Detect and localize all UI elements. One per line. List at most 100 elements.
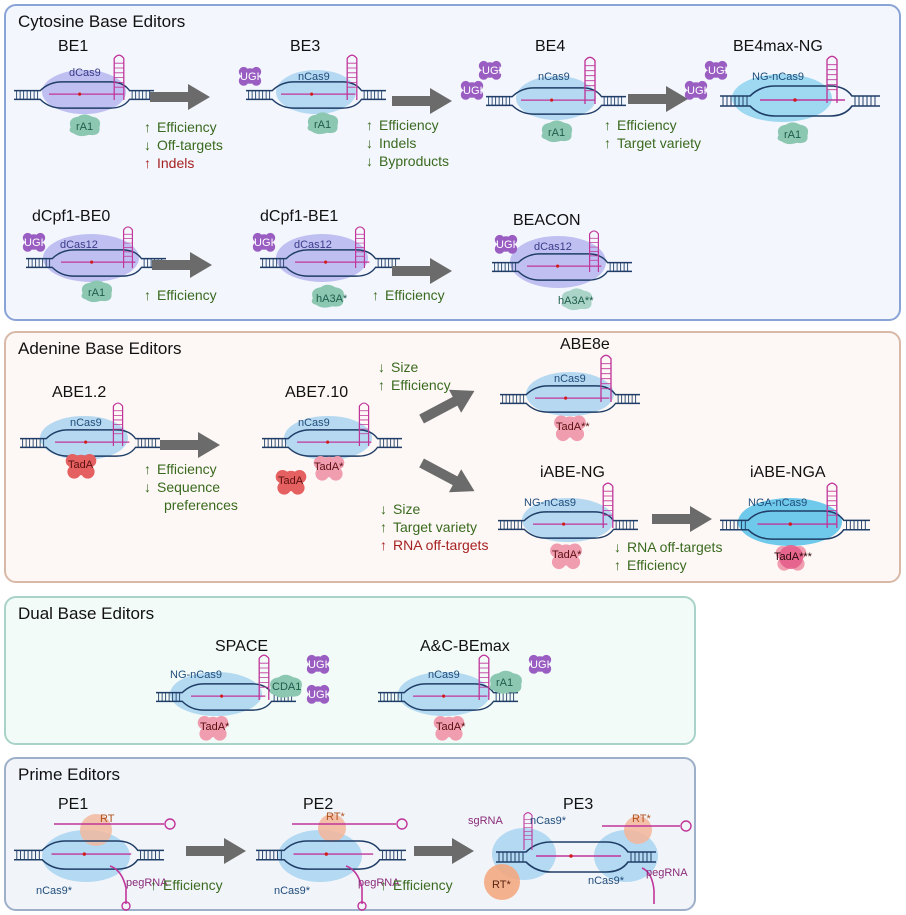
editor-name: SPACE bbox=[215, 638, 269, 655]
pe1-diagram: RT nCas9* pegRNA bbox=[14, 808, 194, 913]
editor-name: PE1 bbox=[58, 796, 89, 813]
deaminase-label: TadA* bbox=[552, 549, 582, 561]
ugi-label: UGI bbox=[240, 71, 260, 83]
cas-label: NG-nCas9 bbox=[752, 71, 804, 83]
arrow-icon bbox=[150, 84, 210, 110]
cas-label: dCas12 bbox=[294, 239, 332, 251]
cas-label: nCas9 bbox=[298, 417, 330, 429]
editor-name: PE2 bbox=[303, 796, 334, 813]
ugi-label: UGI bbox=[687, 85, 707, 97]
abe7-10-diagram: nCas9 TadA* TadA bbox=[262, 400, 412, 505]
arrow-icon bbox=[160, 432, 220, 458]
cas-label: nCas9 bbox=[428, 669, 460, 681]
ugi-label: UGI bbox=[308, 659, 328, 671]
dcpf1-be0-diagram: UGI dCas12 rA1 bbox=[16, 224, 176, 319]
editor-name: dCpf1-BE0 bbox=[32, 208, 111, 225]
deaminase-label: TadA** bbox=[556, 421, 590, 433]
cas-label: nCas9 bbox=[298, 71, 330, 83]
cas-label: nCas9* bbox=[588, 875, 625, 887]
change-list: RNA off-targets Efficiency bbox=[614, 538, 722, 574]
cas-label: NG-nCas9 bbox=[170, 669, 222, 681]
editor-name: ABE8e bbox=[560, 336, 610, 353]
change-list: Efficiency bbox=[372, 286, 445, 304]
deaminase-label: TadA* bbox=[436, 721, 466, 733]
arrow-icon bbox=[186, 838, 246, 864]
cas-label: dCas12 bbox=[534, 241, 572, 253]
ugi-label: UGI bbox=[708, 65, 728, 77]
cas-label: nCas9 bbox=[538, 71, 570, 83]
be4max-ng-diagram: UGI UGI NG-nCas9 rA1 bbox=[682, 52, 892, 157]
change-list: Efficiency Sequence preferences bbox=[144, 460, 238, 514]
iabe-ng-diagram: NG-nCas9 TadA* bbox=[494, 480, 644, 585]
change-list: Efficiency bbox=[380, 876, 453, 894]
ugi-label: UGI bbox=[463, 85, 483, 97]
editor-name: ABE1.2 bbox=[52, 384, 107, 401]
change-list: Efficiency Target variety bbox=[604, 116, 701, 152]
rt-label: RT* bbox=[492, 879, 511, 891]
cas-label: nCas9* bbox=[36, 885, 73, 897]
cas-label: nCas9* bbox=[274, 885, 311, 897]
ugi-label: UGI bbox=[530, 659, 550, 671]
panel-title: Prime Editors bbox=[18, 765, 121, 784]
deaminase-label: rA1 bbox=[784, 129, 801, 141]
editor-name: BE4 bbox=[535, 38, 566, 55]
rt-label: RT* bbox=[632, 813, 651, 825]
be4-diagram: UGI UGI nCas9 rA1 bbox=[458, 52, 628, 157]
pegrna-label: pegRNA bbox=[646, 867, 688, 879]
sgrna-label: sgRNA bbox=[468, 815, 504, 827]
cas-label: dCas9 bbox=[69, 67, 101, 79]
editor-name: iABE-NG bbox=[540, 464, 605, 481]
cas-label: nCas9* bbox=[530, 815, 567, 827]
editor-name: PE3 bbox=[563, 796, 594, 813]
deaminase-label: TadA* bbox=[314, 461, 344, 473]
editor-name: BE1 bbox=[58, 38, 89, 55]
abe1-2-diagram: nCas9 TadA bbox=[14, 400, 164, 495]
editor-name: A&C-BEmax bbox=[420, 638, 510, 655]
deaminase-label: rA1 bbox=[76, 121, 93, 133]
panel-title: Dual Base Editors bbox=[18, 604, 155, 623]
change-list: Size Target variety RNA off-targets bbox=[380, 500, 488, 554]
ra1-label: rA1 bbox=[496, 677, 513, 689]
rt-label: RT* bbox=[326, 811, 345, 823]
arrow-icon bbox=[392, 258, 452, 284]
arrow-icon bbox=[414, 838, 474, 864]
panel-title: Adenine Base Editors bbox=[18, 339, 182, 358]
space-diagram: NG-nCas9 CDA1 UGI UGI TadA* bbox=[156, 652, 346, 749]
editor-name: dCpf1-BE1 bbox=[260, 208, 339, 225]
abe8e-diagram: nCas9 TadA** bbox=[496, 350, 646, 455]
editor-name: BEACON bbox=[513, 212, 581, 229]
ugi-label: UGI bbox=[482, 65, 502, 77]
cas-label: NGA-nCas9 bbox=[748, 497, 807, 509]
cda-label: CDA1 bbox=[272, 681, 301, 693]
deaminase-label: hA3A** bbox=[558, 295, 594, 307]
ugi-label: UGI bbox=[24, 237, 44, 249]
cas-label: nCas9 bbox=[70, 417, 102, 429]
dcpf1-be1-diagram: UGI dCas12 hA3A* bbox=[250, 224, 410, 324]
editor-name: iABE-NGA bbox=[750, 464, 826, 481]
cas-label: dCas12 bbox=[60, 239, 98, 251]
arrow-icon bbox=[628, 86, 688, 112]
deaminase-label: hA3A* bbox=[316, 293, 348, 305]
deaminase-label: rA1 bbox=[548, 127, 565, 139]
be3-diagram: UGI nCas9 rA1 bbox=[236, 52, 396, 147]
rt-label: RT bbox=[100, 813, 115, 825]
change-list: Efficiency Off-targets Indels bbox=[144, 118, 223, 172]
ugi-label: UGI bbox=[308, 689, 328, 701]
arrow-icon bbox=[652, 506, 712, 532]
change-list: Efficiency bbox=[150, 876, 223, 894]
pe2-diagram: RT* nCas9* pegRNA bbox=[256, 808, 426, 913]
pe3-diagram: sgRNA nCas9* RT* RT* nCas9* pegRNA bbox=[466, 810, 692, 915]
editor-name: ABE7.10 bbox=[285, 384, 349, 401]
dual-panel: Dual Base Editors bbox=[4, 596, 696, 745]
deaminase-label: TadA*** bbox=[774, 551, 813, 563]
arrow-icon bbox=[392, 88, 452, 114]
change-list: Size Efficiency bbox=[378, 358, 451, 394]
ugi-label: UGI bbox=[496, 239, 516, 251]
deaminase-label: TadA* bbox=[200, 721, 230, 733]
beacon-diagram: UGI dCas12 hA3A** bbox=[482, 228, 642, 328]
change-list: Efficiency bbox=[144, 286, 217, 304]
deaminase-label: rA1 bbox=[88, 287, 105, 299]
editor-name: BE4max-NG bbox=[733, 38, 823, 55]
arrow-icon bbox=[152, 252, 212, 278]
ac-bemax-diagram: nCas9 rA1 UGI TadA* bbox=[378, 652, 568, 749]
